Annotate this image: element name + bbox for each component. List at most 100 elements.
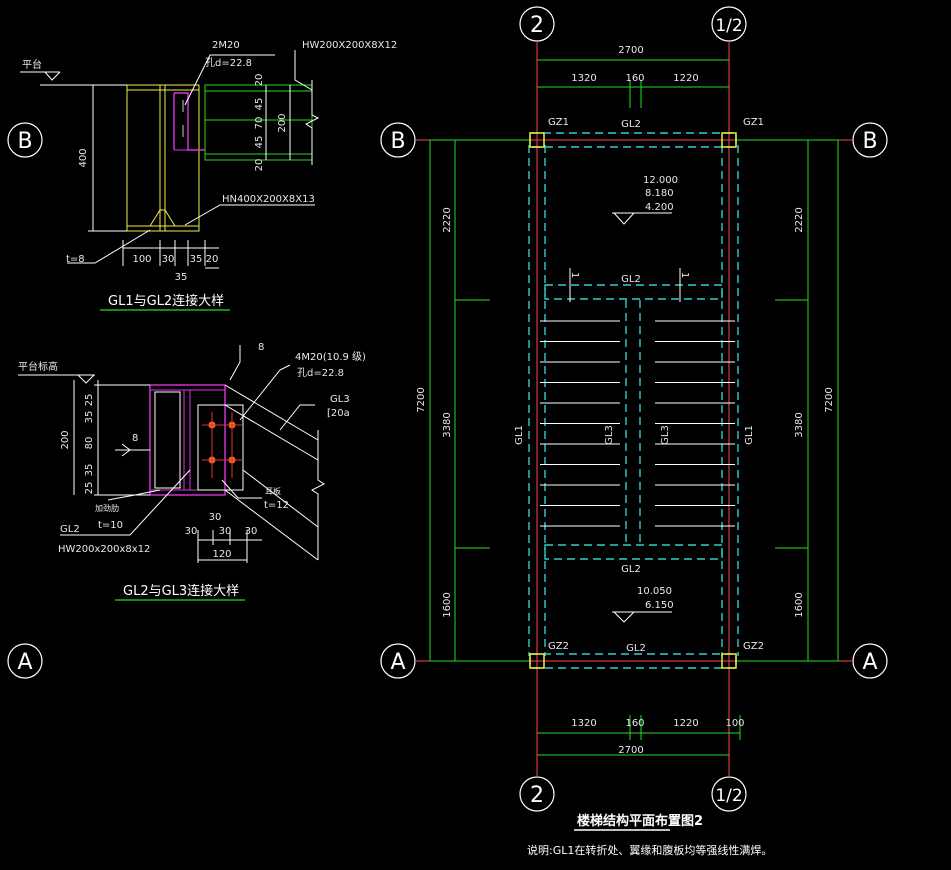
d2-t12: t=12: [264, 500, 289, 511]
d1-dim-r5: 20: [254, 159, 265, 172]
d2-channel: [20a: [327, 408, 350, 419]
plan-gl2-top: GL2: [621, 119, 641, 130]
plan-gz1-left: GZ1: [548, 117, 569, 128]
d2-dim-b4: 30: [245, 526, 258, 537]
plan-dim-top-3: 1220: [673, 73, 698, 84]
d2-dim-200: 200: [60, 430, 71, 449]
d1-dim-b3: 35: [190, 254, 203, 265]
axis-label-a-detail: A: [17, 650, 32, 675]
elev-symbol-bottom: [612, 611, 672, 623]
plan-dim-bottom-3: 1220: [673, 718, 698, 729]
d2-t10: t=10: [98, 520, 123, 531]
d1-t8: t=8: [66, 254, 85, 265]
plan-gl3-right: GL3: [660, 425, 671, 445]
d1-dim-r3: 70: [254, 117, 265, 130]
axis-label-2-top: 2: [530, 13, 544, 38]
d2-title: GL2与GL3连接大样: [123, 583, 239, 599]
plan-gz2-left: GZ2: [548, 641, 569, 652]
d1-dim-200: 200: [277, 113, 288, 132]
plan-dim-bottom-4: 100: [725, 718, 744, 729]
d2-weld-8: 8: [132, 433, 138, 444]
plan-title: 楼梯结构平面布置图2: [577, 813, 703, 829]
d2-dim-l2: 35: [84, 411, 95, 424]
d2-dim-b3: 30: [219, 526, 232, 537]
plan-dim-bottom-2: 160: [625, 718, 644, 729]
plan-gl2-bottom: GL2: [626, 643, 646, 654]
d2-gl3: GL3: [330, 394, 350, 405]
section-marks: [569, 268, 681, 302]
plan-dim-1600-left: 1600: [442, 592, 453, 617]
plan-dim-2220-right: 2220: [794, 207, 805, 232]
d1-dim-400: 400: [78, 148, 89, 167]
detail2-drawing: [18, 345, 325, 601]
d1-bolt-label: 2M20: [212, 40, 240, 51]
d1-platform-label: 平台: [22, 58, 42, 71]
axis-labels: 2 1/2 2 1/2 B B A A B A: [17, 13, 877, 808]
plan-dim-3380-right: 3380: [794, 412, 805, 437]
plan-columns: [529, 132, 737, 669]
d2-stiffener: 加劲肋: [95, 503, 119, 513]
d1-dim-r4: 45: [254, 136, 265, 149]
plan-gl1-right: GL1: [744, 425, 755, 445]
elev-top-3: 4.200: [645, 202, 674, 213]
plan-gl2-mid-bottom: GL2: [621, 564, 641, 575]
d2-dim-l5: 25: [84, 482, 95, 495]
detail1-drawing: [20, 50, 320, 311]
d1-title: GL1与GL2连接大样: [108, 293, 224, 309]
plan-note: 说明:GL1在转折处、翼缘和腹板均等强线性满焊。: [527, 843, 772, 857]
plan-axis-lines: [415, 41, 853, 777]
d1-dim-b2: 30: [162, 254, 175, 265]
d1-dim-r2: 45: [254, 98, 265, 111]
d2-dim-b2: 30: [185, 526, 198, 537]
plan-dim-3380-left: 3380: [442, 412, 453, 437]
plan-walls: [430, 139, 838, 662]
elev-top-2: 8.180: [645, 188, 674, 199]
d1-dim-b4: 20: [206, 254, 219, 265]
d2-dim-l1: 25: [84, 394, 95, 407]
elev-bottom-2: 6.150: [645, 600, 674, 611]
elev-bottom-1: 10.050: [637, 586, 672, 597]
d1-dim-b1: 100: [132, 254, 151, 265]
plan-dim-top-1: 1320: [571, 73, 596, 84]
d2-hole-label: 孔d=22.8: [297, 367, 344, 379]
d2-dim-l4: 35: [84, 464, 95, 477]
axis-label-b-left: B: [390, 129, 405, 154]
axis-label-a-left: A: [390, 650, 405, 675]
d1-dim-35: 35: [175, 272, 188, 283]
axis-label-2-bottom: 2: [530, 783, 544, 808]
axis-bubbles: [7, 6, 888, 812]
plan-dim-top-2: 160: [625, 73, 644, 84]
plan-dim-1600-right: 1600: [794, 592, 805, 617]
plan-dim-7200-right: 7200: [824, 387, 835, 412]
elev-symbol-top: [612, 212, 672, 225]
plan-dim-bottom-1: 1320: [571, 718, 596, 729]
d2-dim-l3: 80: [84, 437, 95, 450]
d2-hw: HW200x200x8x12: [58, 544, 150, 555]
axis-label-b-right: B: [862, 129, 877, 154]
section-mark-left: 1: [569, 272, 580, 278]
plan-gl3-left: GL3: [604, 425, 615, 445]
d2-dim-b1: 30: [209, 512, 222, 523]
axis-label-half-bottom: 1/2: [715, 786, 742, 806]
d1-hw-label: HW200X200X8X12: [302, 40, 397, 51]
plan-dim-7200-left: 7200: [416, 387, 427, 412]
axis-label-a-right: A: [862, 650, 877, 675]
axis-label-b-detail: B: [17, 129, 32, 154]
plan-dim-2700-top: 2700: [618, 45, 643, 56]
plan-dim-2700-bottom: 2700: [618, 745, 643, 756]
d1-dim-r1: 20: [254, 74, 265, 87]
d2-ear: 耳板: [265, 486, 281, 496]
d2-c8: 8: [258, 342, 264, 353]
d2-gl2: GL2: [60, 524, 80, 535]
stair-treads: [540, 320, 735, 527]
axis-label-half-top: 1/2: [715, 16, 742, 36]
d2-platform-label: 平台标高: [18, 360, 58, 373]
plan-dim-2220-left: 2220: [442, 207, 453, 232]
plan-gl2-mid-top: GL2: [621, 274, 641, 285]
d2-bolt-label: 4M20(10.9 级): [295, 351, 366, 363]
plan-gz2-right: GZ2: [743, 641, 764, 652]
plan-dimensions: [429, 59, 839, 756]
plan-gl1-left: GL1: [514, 425, 525, 445]
elev-top-1: 12.000: [643, 175, 678, 186]
d1-hole-label: 孔d=22.8: [205, 57, 252, 69]
